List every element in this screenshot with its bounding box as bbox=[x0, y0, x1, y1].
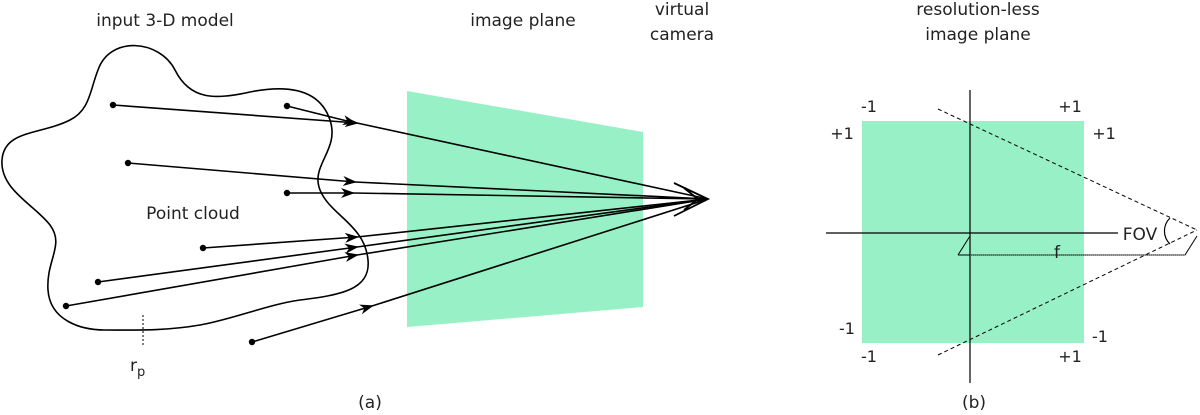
model-outline bbox=[1, 44, 369, 331]
corner-bl-lower: -1 bbox=[861, 347, 877, 366]
plane-title-line1: resolution-less bbox=[916, 0, 1040, 20]
camera-title-line1: virtual bbox=[655, 0, 709, 20]
projection-rays bbox=[65, 104, 709, 343]
radius-label: rp bbox=[130, 356, 145, 380]
panel-a: input 3-D model image plane virtual came… bbox=[1, 0, 714, 413]
corner-tl-upper: -1 bbox=[861, 97, 877, 116]
image-plane-title: image plane bbox=[470, 11, 576, 31]
corner-br-upper: -1 bbox=[1092, 327, 1108, 346]
plane-title-line2: image plane bbox=[925, 25, 1031, 45]
fov-label: FOV bbox=[1123, 225, 1158, 245]
caption-a: (a) bbox=[358, 393, 382, 413]
panel-b: resolution-less image plane -1 +1 +1 +1 … bbox=[826, 0, 1198, 413]
camera-title-line2: camera bbox=[650, 25, 714, 45]
point-cloud-label: Point cloud bbox=[146, 204, 240, 224]
corner-br-lower: +1 bbox=[1058, 347, 1082, 366]
point-cloud-points bbox=[62, 101, 291, 346]
caption-b: (b) bbox=[962, 393, 986, 413]
radius-symbol: r bbox=[130, 356, 137, 376]
radius-subscript: p bbox=[137, 365, 145, 380]
resolutionless-plane bbox=[862, 121, 1084, 343]
image-plane bbox=[407, 91, 643, 327]
corner-tr-lower: +1 bbox=[1092, 124, 1116, 143]
corner-bl-upper: -1 bbox=[839, 319, 855, 338]
fov-lower-line bbox=[937, 229, 1198, 356]
fov-upper-line bbox=[937, 108, 1198, 231]
model-title: input 3-D model bbox=[96, 11, 234, 31]
corner-tl-lower: +1 bbox=[830, 124, 854, 143]
focal-label: f bbox=[1054, 243, 1061, 263]
fov-arc bbox=[1163, 217, 1171, 245]
corner-tr-upper: +1 bbox=[1058, 97, 1082, 116]
